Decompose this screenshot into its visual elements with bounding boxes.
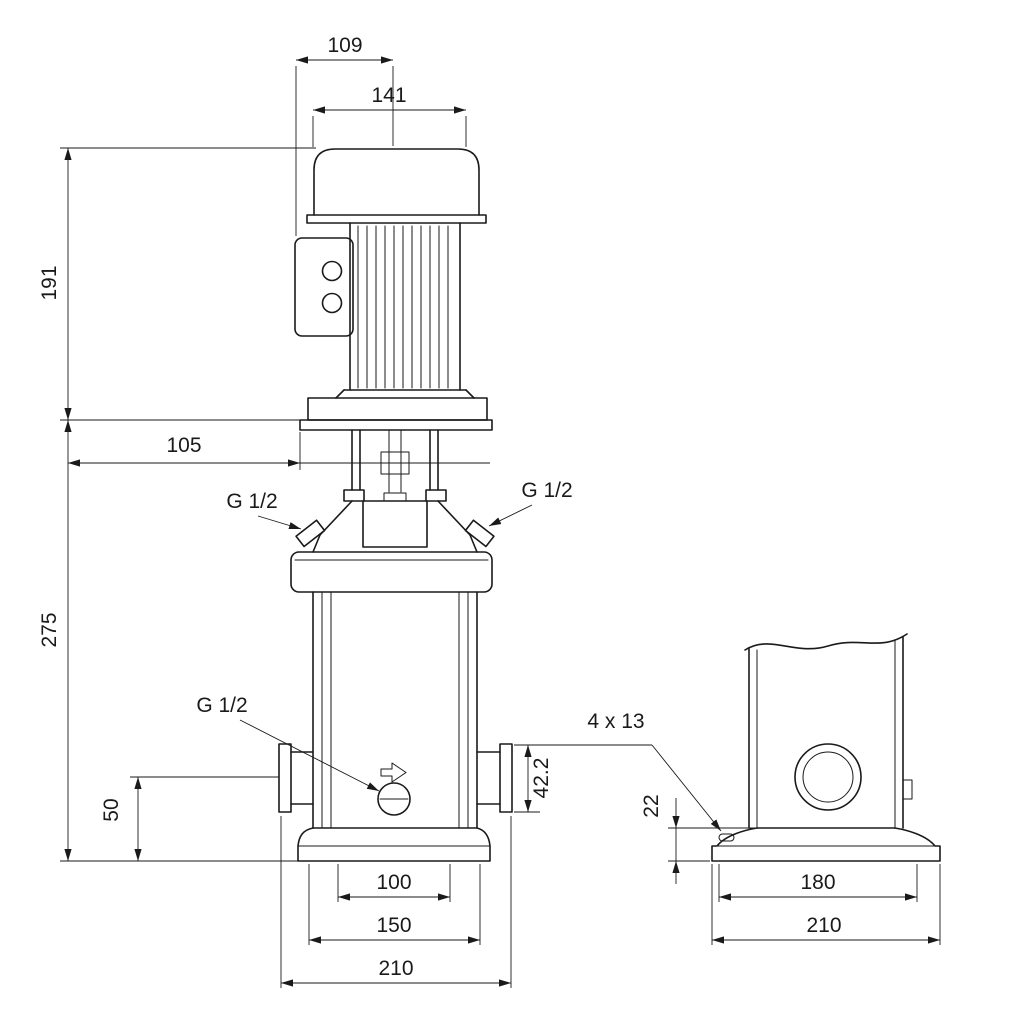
dim-275-label: 275: [38, 612, 61, 647]
cable-entry-hole: [321, 292, 343, 314]
vent-plug-left: [295, 519, 326, 548]
dim-105: 105: [68, 432, 490, 470]
nameplate-clip: [902, 779, 913, 800]
label-g12-top-left: G 1/2: [226, 490, 302, 530]
pump-head: [290, 492, 495, 593]
dim-180-label: 180: [800, 871, 835, 894]
dim-180: 180: [718, 864, 918, 902]
dim-50: 50: [100, 776, 279, 861]
dim-100-label: 100: [376, 871, 411, 894]
side-view: [711, 633, 941, 862]
dim-191: 191: [38, 147, 316, 421]
motor-flange: [299, 419, 493, 431]
dim-210-front: 210: [280, 816, 512, 988]
dim-22: 22: [640, 794, 755, 884]
dim-141-label: 141: [371, 84, 406, 107]
side-body: [744, 633, 913, 829]
g12-drain-label: G 1/2: [196, 694, 247, 717]
label-4x13: 4 x 13: [587, 710, 722, 832]
dim-42-2: 42.2: [514, 744, 652, 813]
vent-plug-right: [464, 519, 495, 548]
label-g12-top-right: G 1/2: [488, 479, 573, 527]
side-port: [794, 743, 862, 811]
dim-150: 150: [308, 864, 481, 945]
g12-top-right-label: G 1/2: [521, 479, 572, 502]
dim-105-label: 105: [166, 434, 201, 457]
pump-base: [297, 827, 491, 862]
dim-109: 109: [295, 34, 394, 236]
flow-direction-arrow-icon: [380, 762, 407, 783]
cable-entry-hole: [321, 260, 343, 282]
dim-109-label: 109: [327, 34, 362, 57]
dim-42-2-label: 42.2: [530, 758, 553, 799]
dim-150-label: 150: [376, 914, 411, 937]
discharge-port: [476, 743, 513, 813]
g12-top-left-label: G 1/2: [226, 490, 277, 513]
front-view: [278, 148, 513, 862]
dim-4x13-label: 4 x 13: [587, 710, 644, 733]
dim-141: 141: [312, 84, 467, 147]
side-base: [711, 827, 941, 862]
drain-plug: [377, 762, 411, 816]
staybolt-nut: [425, 489, 447, 502]
dimension-annotations: 109 141 191 275 105: [38, 34, 941, 988]
motor-body: [307, 222, 488, 421]
dim-100: 100: [337, 864, 451, 902]
lantern-coupling: [343, 429, 447, 502]
dim-50-label: 50: [100, 798, 123, 821]
chamber-stack: [312, 591, 478, 829]
terminal-box: [294, 237, 354, 337]
dim-191-label: 191: [38, 265, 61, 300]
label-g12-drain: G 1/2: [196, 694, 380, 792]
dim-210-front-label: 210: [378, 957, 413, 980]
dim-210-side-label: 210: [806, 914, 841, 937]
suction-port: [278, 743, 314, 813]
staybolt-nut: [343, 489, 365, 502]
motor-fan-cover: [306, 148, 487, 224]
dim-210-side: 210: [711, 864, 941, 945]
head-flange: [290, 551, 493, 593]
dim-22-label: 22: [640, 794, 663, 817]
seal-housing: [362, 500, 428, 548]
base-bolt-hole: [718, 833, 735, 842]
dim-275: 275: [38, 420, 298, 862]
